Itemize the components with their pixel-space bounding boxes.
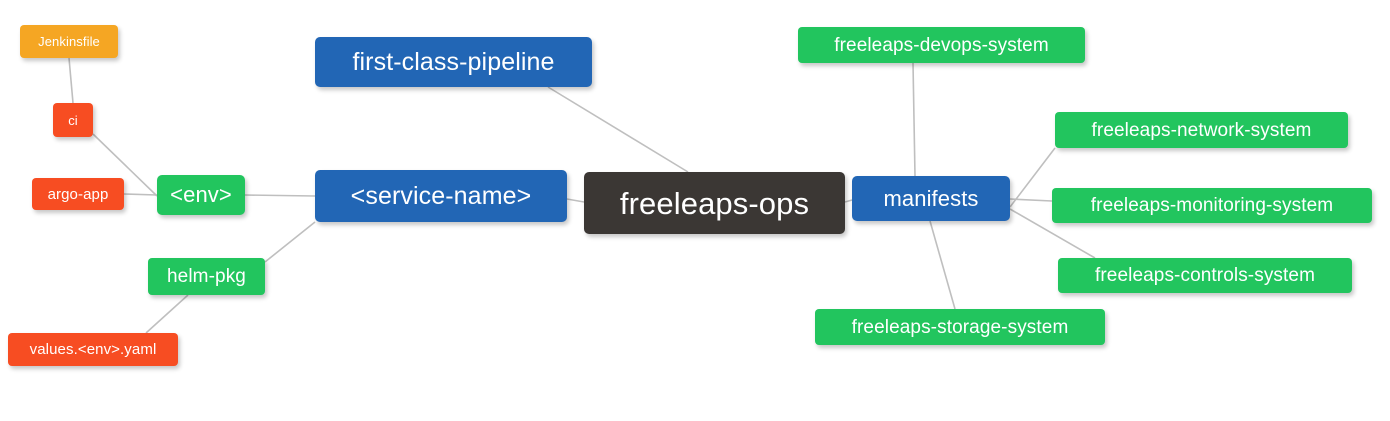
mindmap-node-network-system[interactable]: freeleaps-network-system xyxy=(1055,112,1348,148)
mindmap-node-storage-system[interactable]: freeleaps-storage-system xyxy=(815,309,1105,345)
edge-manifests-to-network-system xyxy=(1009,147,1056,208)
mindmap-node-env[interactable]: <env> xyxy=(157,175,245,215)
edge-freeleaps-ops-to-manifests xyxy=(844,199,853,203)
mindmap-node-controls-system[interactable]: freeleaps-controls-system xyxy=(1058,258,1352,293)
edge-argo-app-to-env xyxy=(123,193,158,196)
edge-manifests-to-storage-system xyxy=(929,220,956,310)
mindmap-node-devops-system[interactable]: freeleaps-devops-system xyxy=(798,27,1085,63)
edge-helm-pkg-to-values-yaml xyxy=(145,294,189,334)
edge-manifests-to-devops-system xyxy=(912,62,916,177)
edge-first-class-pipeline-to-freeleaps-ops xyxy=(547,86,689,173)
mindmap-node-first-class-pipeline[interactable]: first-class-pipeline xyxy=(315,37,592,87)
edge-manifests-to-monitoring-system xyxy=(1009,198,1053,202)
mindmap-node-freeleaps-ops[interactable]: freeleaps-ops xyxy=(584,172,845,234)
mindmap-node-manifests[interactable]: manifests xyxy=(852,176,1010,221)
mindmap-node-values-yaml[interactable]: values.<env>.yaml xyxy=(8,333,178,366)
edge-service-name-to-freeleaps-ops xyxy=(566,198,585,203)
mindmap-node-service-name[interactable]: <service-name> xyxy=(315,170,567,222)
edge-service-name-to-helm-pkg xyxy=(264,221,316,263)
mindmap-node-jenkinsfile[interactable]: Jenkinsfile xyxy=(20,25,118,58)
edge-env-to-service-name xyxy=(244,194,316,197)
mindmap-node-helm-pkg[interactable]: helm-pkg xyxy=(148,258,265,295)
mindmap-node-argo-app[interactable]: argo-app xyxy=(32,178,124,210)
mindmap-node-monitoring-system[interactable]: freeleaps-monitoring-system xyxy=(1052,188,1372,223)
edge-jenkinsfile-to-ci xyxy=(68,57,74,104)
mindmap-node-ci[interactable]: ci xyxy=(53,103,93,137)
